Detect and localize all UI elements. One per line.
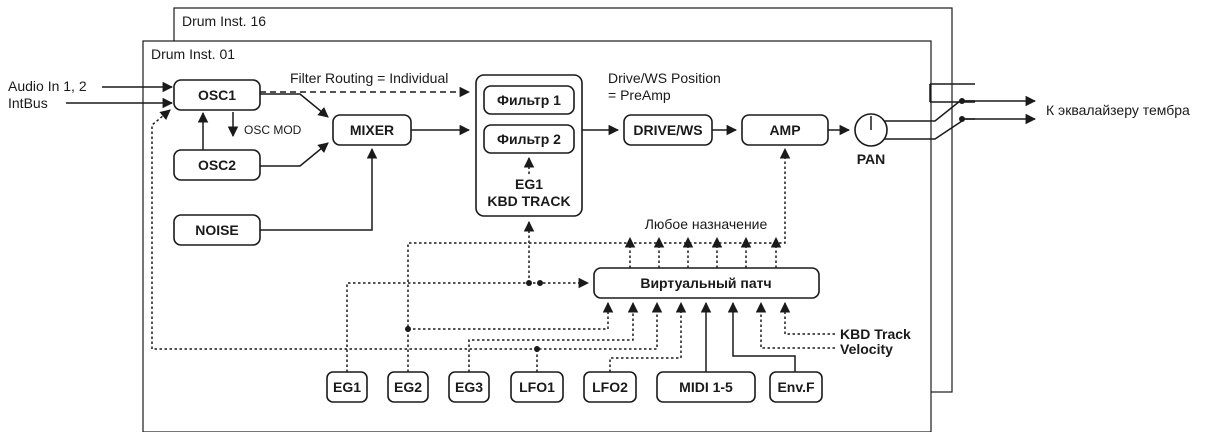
virtual-patch-block [593,267,820,299]
drum-inst-16-label: Drum Inst. 16 [182,13,266,29]
filter1-label: Фильтр 1 [497,92,561,108]
filter1-block [483,85,575,115]
source-eg2-label: EG2 [394,379,422,395]
lfo2-to-patch-line [609,301,687,372]
lfo1-to-osc1-line [151,109,537,350]
source-midi-block [656,371,756,403]
eg3-to-patch-line [468,301,639,372]
osc-mod-label: OSC MOD [244,123,302,137]
eg1-junction-dot-b [537,280,543,286]
osc1-to-mixer-line [260,93,329,118]
noise-label: NOISE [195,222,239,238]
kbd-track-label: KBD Track [840,326,911,342]
envf-to-patch-line [727,301,796,372]
source-eg1-block [326,371,368,403]
osc2-label: OSC2 [198,157,236,173]
lfo1-to-patch-line [536,301,663,372]
velocity-label: Velocity [840,341,893,357]
any-destination-label: Любое назначение [645,216,768,232]
osc2-block [173,149,261,181]
filter2-label: Фильтр 2 [497,131,561,147]
osc1-label: OSC1 [198,87,236,103]
source-lfo2-block [583,371,637,403]
kbd-track-to-patch-line [779,301,835,335]
osc2-to-mixer-line [260,142,329,167]
audio-in-label: Audio In 1, 2 [8,78,87,94]
filter2-block [483,124,575,154]
source-lfo2-label: LFO2 [592,379,628,395]
noise-to-mixer-line [260,147,378,231]
virtual-patch-label: Виртуальный патч [640,275,771,291]
filter-mod-eg1-label: EG1 [515,176,543,192]
source-envf-block [769,371,823,403]
intbus-label: IntBus [8,95,48,111]
pan-label: PAN [857,151,886,167]
drum-inst-01-label: Drum Inst. 01 [151,46,235,62]
drive-position-label-line2: = PreAmp [608,87,671,103]
filter-mod-kbd-track-label: KBD TRACK [487,193,570,209]
eg2-to-patch-line [408,301,614,330]
osc1-block [173,79,261,111]
source-eg2-block [387,371,429,403]
source-eg1-label: EG1 [333,379,361,395]
eg1-junction-dot-a [526,280,532,286]
source-lfo1-block [510,371,564,403]
source-envf-label: Env.F [777,379,815,395]
amp-label: AMP [769,122,800,138]
output-destination-label: К эквалайзеру тембра [1046,102,1190,118]
drive-ws-label: DRIVE/WS [633,122,702,138]
source-eg3-label: EG3 [455,379,483,395]
mixer-label: MIXER [350,122,394,138]
filter-routing-label: Filter Routing = Individual [290,70,448,86]
eg2-to-amp-line [407,147,791,372]
source-midi-label: MIDI 1-5 [679,379,733,395]
source-lfo1-label: LFO1 [519,379,555,395]
drive-position-label-line1: Drive/WS Position [608,70,721,86]
eg2-junction-dot [405,326,411,332]
source-eg3-block [448,371,490,403]
